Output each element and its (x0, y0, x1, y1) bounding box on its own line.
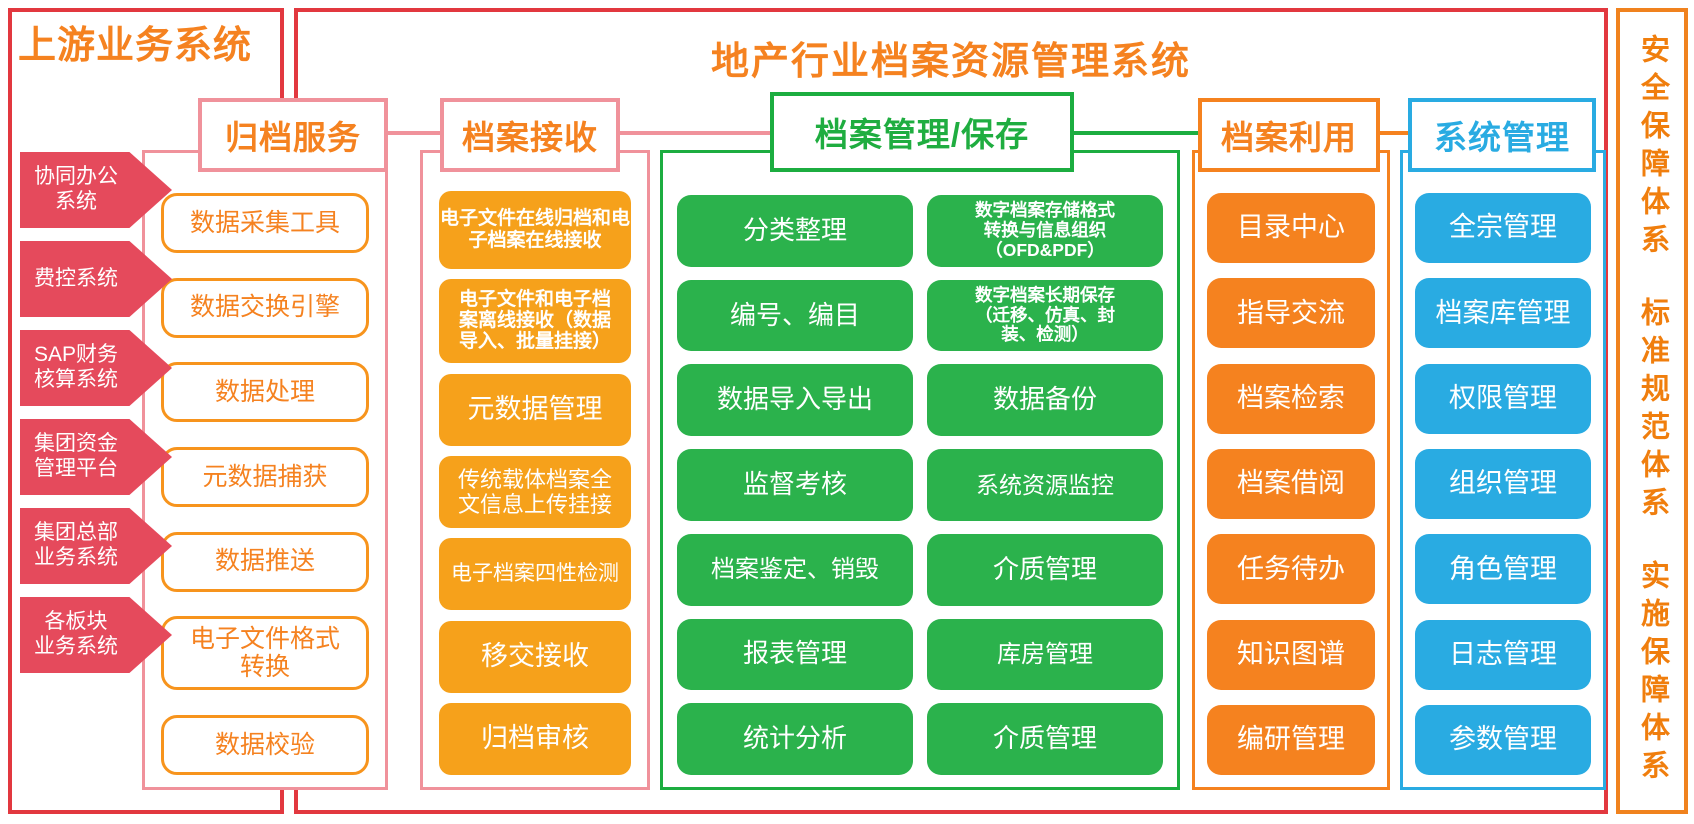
archive-utilization-item: 任务待办 (1207, 534, 1375, 605)
archive-reception-item: 元数据管理 (439, 373, 631, 446)
archive-management-item: 监督考核 (677, 449, 913, 521)
archive-reception-item: 电子文件在线归档和电 子档案在线接收 (439, 191, 631, 269)
column-system-management: 全宗管理 档案库管理 权限管理 组织管理 角色管理 日志管理 参数管理 (1400, 150, 1606, 790)
archive-utilization-item: 目录中心 (1207, 193, 1375, 263)
archive-utilization-item: 档案借阅 (1207, 448, 1375, 519)
archive-utilization-item: 指导交流 (1207, 278, 1375, 349)
archive-preservation-item: 库房管理 (927, 618, 1163, 691)
upstream-arrow-sap: SAP财务 核算系统 (20, 330, 172, 406)
archive-utilization-item: 编研管理 (1207, 704, 1375, 775)
archive-management-item: 编号、编目 (677, 279, 913, 352)
main-panel-title: 地产行业档案资源管理系统 (710, 41, 1191, 83)
standards-specification-system-label: 标准规范体系 (1636, 297, 1669, 525)
upstream-arrow-funds: 集团资金 管理平台 (20, 419, 172, 495)
archive-preservation-item: 系统资源监控 (927, 449, 1163, 521)
archiving-service-item: 数据采集工具 (161, 193, 369, 253)
archiving-service-item: 数据处理 (161, 362, 369, 423)
archiving-service-item: 电子文件格式 转换 (161, 616, 369, 691)
archive-utilization-item: 知识图谱 (1207, 619, 1375, 690)
upstream-panel-title: 上游业务系统 (18, 25, 253, 67)
archive-preservation-item: 数字档案长期保存 （迁移、仿真、封 装、检测） (927, 279, 1163, 352)
archive-reception-item: 传统载体档案全 文信息上传挂接 (439, 455, 631, 528)
archive-preservation-item: 介质管理 (927, 533, 1163, 606)
archive-preservation-item: 数字档案存储格式 转换与信息组织 （OFD&PDF） (927, 195, 1163, 267)
archive-management-item: 数据导入导出 (677, 364, 913, 437)
system-management-item: 角色管理 (1415, 534, 1591, 605)
column-archiving-service: 数据采集工具 数据交换引擎 数据处理 元数据捕获 数据推送 电子文件格式 转换 … (142, 150, 388, 790)
implementation-assurance-system-label: 实施保障体系 (1636, 560, 1669, 788)
column-archive-management: 分类整理 数字档案存储格式 转换与信息组织 （OFD&PDF） 编号、编目 数字… (660, 150, 1180, 790)
archive-management-item: 档案鉴定、销毁 (677, 533, 913, 606)
security-assurance-system-label: 安全保障体系 (1636, 34, 1669, 262)
archive-management-item: 报表管理 (677, 618, 913, 691)
upstream-arrow-hq: 集团总部 业务系统 (20, 508, 172, 584)
system-management-item: 档案库管理 (1415, 278, 1591, 349)
archive-utilization-item: 档案检索 (1207, 363, 1375, 434)
upstream-arrow-expense: 费控系统 (20, 241, 172, 317)
system-management-item: 全宗管理 (1415, 193, 1591, 263)
connector-line (1380, 131, 1408, 135)
archiving-service-item: 数据校验 (161, 714, 369, 775)
column-archive-reception: 电子文件在线归档和电 子档案在线接收 电子文件和电子档 案离线接收（数据 导入、… (420, 150, 650, 790)
archive-management-item: 统计分析 (677, 703, 913, 775)
column-header-archive-utilization: 档案利用 (1198, 98, 1380, 172)
archive-management-item: 分类整理 (677, 195, 913, 267)
upstream-arrow-oa: 协同办公 系统 (20, 152, 172, 228)
archiving-service-item: 元数据捕获 (161, 446, 369, 507)
system-management-item: 权限管理 (1415, 363, 1591, 434)
column-header-archive-reception: 档案接收 (440, 98, 620, 172)
support-systems-strip: 安全保障体系 标准规范体系 实施保障体系 (1616, 8, 1688, 814)
column-archive-utilization: 目录中心 指导交流 档案检索 档案借阅 任务待办 知识图谱 编研管理 (1192, 150, 1390, 790)
archive-reception-item: 归档审核 (439, 702, 631, 775)
archive-reception-item: 移交接收 (439, 620, 631, 693)
connector-line (388, 131, 440, 135)
system-management-item: 参数管理 (1415, 704, 1591, 775)
archive-reception-item: 电子档案四性检测 (439, 538, 631, 611)
column-header-archiving-service: 归档服务 (198, 98, 388, 172)
archive-reception-item: 电子文件和电子档 案离线接收（数据 导入、批量挂接） (439, 279, 631, 364)
system-management-item: 组织管理 (1415, 448, 1591, 519)
column-header-archive-management: 档案管理/保存 (770, 92, 1074, 172)
system-management-item: 日志管理 (1415, 619, 1591, 690)
archiving-service-item: 数据交换引擎 (161, 277, 369, 338)
archive-preservation-item: 数据备份 (927, 364, 1163, 437)
upstream-arrow-sectors: 各板块 业务系统 (20, 597, 172, 673)
connector-line (620, 131, 770, 135)
upstream-arrow-list: 协同办公 系统 费控系统 SAP财务 核算系统 集团资金 管理平台 集团总部 业… (20, 152, 172, 673)
column-header-system-management: 系统管理 (1408, 98, 1596, 172)
connector-line (1074, 131, 1198, 135)
archive-preservation-item: 介质管理 (927, 703, 1163, 775)
archiving-service-item: 数据推送 (161, 531, 369, 592)
